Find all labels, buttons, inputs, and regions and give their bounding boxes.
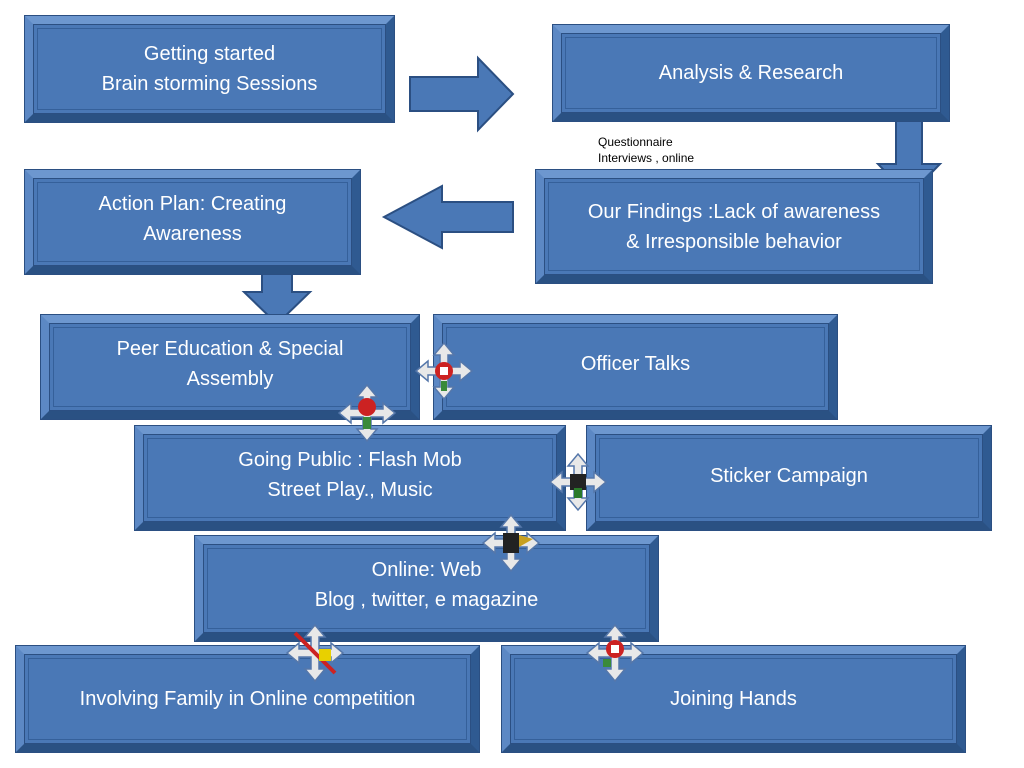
box-online: Online: Web Blog , twitter, e magazine	[195, 536, 658, 641]
research-note-line-2: Interviews , online	[598, 151, 695, 165]
box-action-plan-line-1: Action Plan: Creating	[98, 193, 287, 215]
box-analysis-research: Analysis & Research	[553, 25, 949, 121]
box-our-findings-line-1: Our Findings :Lack of awareness	[587, 200, 881, 223]
box-online-line-2: Blog , twitter, e magazine	[314, 589, 539, 611]
box-officer-talks-label: Officer Talks	[580, 353, 691, 375]
box-peer-education-line-1: Peer Education & Special	[116, 338, 344, 360]
box-getting-started-line-2: Brain storming Sessions	[101, 73, 318, 95]
box-analysis-research-label: Analysis & Research	[658, 62, 844, 84]
arrow-left	[381, 184, 514, 250]
cross-arrows-icon	[585, 623, 645, 683]
box-involving-family: Involving Family in Online competition	[16, 646, 479, 752]
box-peer-education: Peer Education & Special Assembly	[41, 315, 419, 419]
box-involving-family-label: Involving Family in Online competition	[79, 688, 416, 710]
cross-arrows-icon	[548, 452, 608, 512]
box-sticker-campaign: Sticker Campaign	[587, 426, 991, 530]
box-sticker-campaign-label: Sticker Campaign	[710, 465, 868, 487]
box-online-line-1: Online: Web	[371, 559, 482, 581]
research-note: Questionnaire Interviews , online	[598, 134, 694, 166]
box-our-findings-line-2: & Irresponsible behavior	[626, 230, 842, 253]
box-our-findings: Our Findings :Lack of awareness & Irresp…	[536, 170, 932, 283]
box-going-public-line-1: Going Public : Flash Mob	[238, 449, 462, 471]
arrow-right	[409, 55, 515, 133]
research-note-line-1: Questionnaire	[598, 135, 673, 149]
box-joining-hands: Joining Hands	[502, 646, 965, 752]
cross-arrows-icon	[337, 383, 397, 443]
box-peer-education-line-2: Assembly	[186, 368, 274, 390]
box-getting-started: Getting started Brain storming Sessions	[25, 16, 394, 122]
box-action-plan-line-2: Awareness	[143, 223, 242, 245]
box-going-public-line-2: Street Play., Music	[267, 479, 433, 501]
box-getting-started-line-1: Getting started	[143, 43, 276, 65]
box-officer-talks: Officer Talks	[434, 315, 837, 419]
cross-arrows-icon	[481, 513, 541, 573]
box-joining-hands-label: Joining Hands	[670, 688, 797, 710]
cross-arrows-icon	[414, 341, 474, 401]
box-action-plan: Action Plan: Creating Awareness	[25, 170, 360, 274]
cross-arrows-icon	[285, 623, 345, 683]
box-going-public: Going Public : Flash Mob Street Play., M…	[135, 426, 565, 530]
